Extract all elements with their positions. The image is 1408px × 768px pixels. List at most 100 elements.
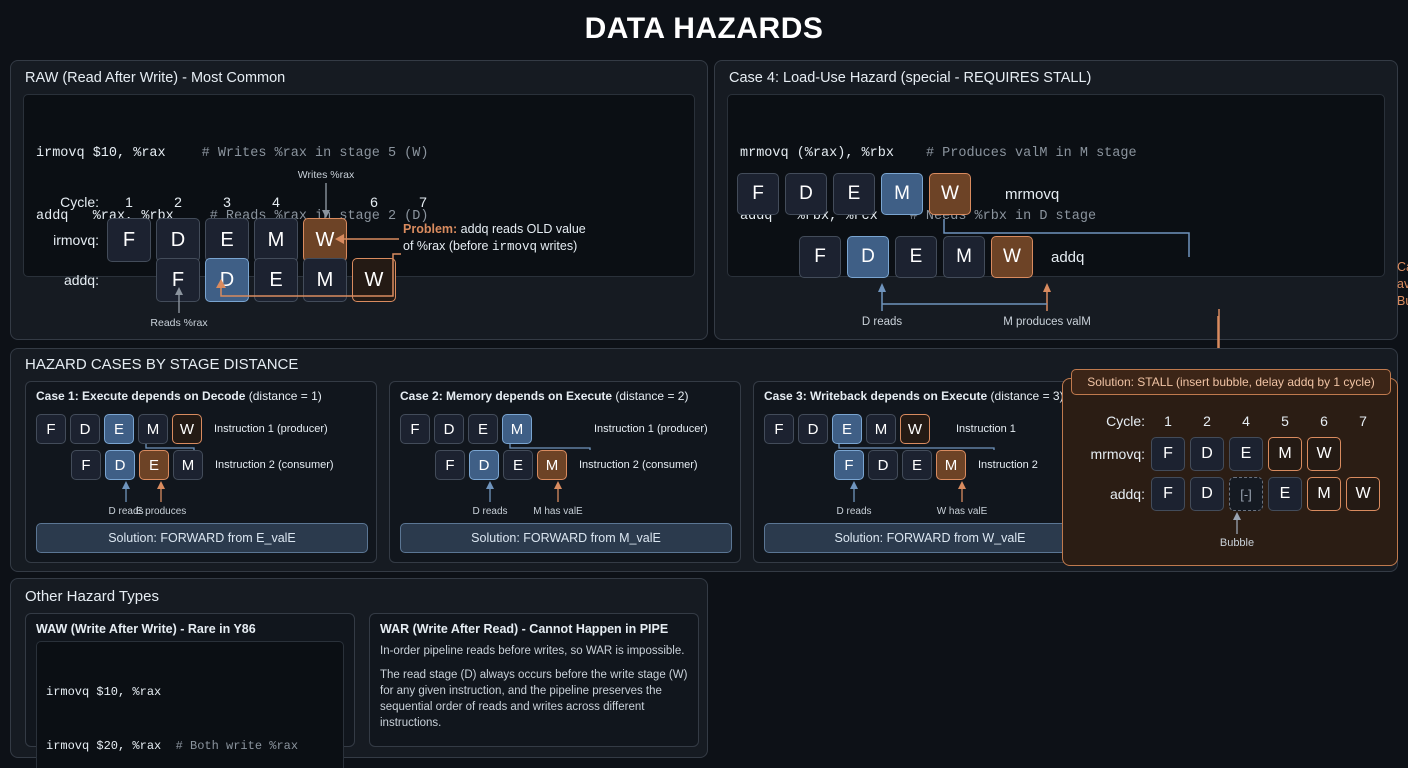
war-body2: The read stage (D) always occurs before … [380, 669, 688, 730]
writes-rax-annotation: Writes %rax [297, 169, 355, 181]
hazard-case-2-right-annotation: M has valE [533, 506, 583, 517]
hazard-case-1-left-annotation: D reads [108, 506, 144, 517]
hazard-case-title-bold-1: Case 1: Execute depends on Decode [36, 389, 246, 403]
war-body1: In-order pipeline reads before writes, s… [380, 645, 685, 657]
hazard-case-title-bold-2: Case 2: Memory depends on Execute [400, 389, 613, 403]
case4-panel: Case 4: Load-Use Hazard (special - REQUI… [714, 60, 1408, 379]
raw-cycle-number-2: 2 [174, 194, 182, 210]
stall-cycle-number-6: 7 [1359, 413, 1367, 429]
raw-panel-title: RAW (Read After Write) - Most Common [25, 70, 286, 86]
hazard-case-card-2: Case 2: Memory depends on Execute (dista… [389, 381, 741, 563]
hazard-case-2-left-annotation: D reads [472, 506, 508, 517]
case2-instr2-stage-D: D [469, 450, 499, 480]
stall-addq-stage-W: W [1346, 477, 1380, 511]
hazard-case-1-consumer-label: Instruction 2 (consumer) [215, 459, 334, 471]
bubble-annotation: Bubble [1219, 537, 1255, 549]
hazard-case-title-3: Case 3: Writeback depends on Execute (di… [754, 382, 1104, 408]
case2-instr2-stage-F: F [435, 450, 465, 480]
case3-instr1-stage-M: M [866, 414, 896, 444]
hazard-case-1-producer-label: Instruction 1 (producer) [214, 423, 328, 435]
stall-addq-stage-bubble: [-] [1229, 477, 1263, 511]
page-title: DATA HAZARDS [584, 12, 824, 45]
stall-addq-stage-M: M [1307, 477, 1341, 511]
case4-code-line1-comment: # Produces valM in M stage [925, 145, 1137, 161]
case1-instr1-stage-D: D [70, 414, 100, 444]
case4-addq-stage-D: D [847, 236, 889, 278]
hazard-case-title-2: Case 2: Memory depends on Execute (dista… [390, 382, 740, 408]
hazard-case-2-producer-label: Instruction 1 (producer) [594, 423, 708, 435]
stall-mrmovq-stage-W: W [1307, 437, 1341, 471]
case4-mrmovq-stage-D: D [785, 173, 827, 215]
raw-addq-stage-M: M [303, 258, 347, 302]
case3-instr2-stage-F: F [834, 450, 864, 480]
case4-m-produces-annotation: M produces valM [1003, 316, 1091, 328]
case4-note-line3: But D needs it at START of cycle [1397, 293, 1408, 308]
raw-irmovq-stage-M: M [254, 218, 298, 262]
raw-code-line1: irmovq $10, %rax [36, 145, 166, 161]
stall-mrmovq-stage-M: M [1268, 437, 1302, 471]
raw-irmovq-stage-E: E [205, 218, 249, 262]
hazard-case-title-distance-1: (distance = 1) [245, 389, 322, 403]
hazard-cases-section: HAZARD CASES BY STAGE DISTANCE Case 1: E… [10, 348, 1398, 572]
waw-card: WAW (Write After Write) - Rare in Y86 ir… [25, 613, 355, 768]
raw-cycle-number-7: 7 [419, 194, 427, 210]
raw-irmovq-stage-W: W [303, 218, 347, 262]
raw-addq-stage-F: F [156, 258, 200, 302]
case3-instr2-stage-M: M [936, 450, 966, 480]
war-card: WAR (Write After Read) - Cannot Happen i… [369, 613, 699, 747]
case3-instr2-stage-D: D [868, 450, 898, 480]
case4-mrmovq-stage-M: M [881, 173, 923, 215]
other-hazard-types-panel: Other Hazard Types WAW (Write After Writ… [10, 578, 708, 768]
raw-cycle-number-6: 6 [370, 194, 378, 210]
problem-line1: addq reads OLD value [457, 222, 586, 236]
hazard-case-3-consumer-label: Instruction 2 [978, 459, 1038, 471]
stall-cycle-number-1: 1 [1164, 413, 1172, 429]
case2-instr2-stage-M: M [537, 450, 567, 480]
case3-instr1-stage-W: W [900, 414, 930, 444]
raw-cycle-number-1: 1 [125, 194, 133, 210]
hazard-case-3-right-annotation: W has valE [936, 506, 988, 517]
waw-code-line1: irmovq $10, %rax [46, 685, 162, 699]
waw-code-line2-comment: # Both write %rax [161, 739, 299, 753]
stall-row1-label: mrmovq: [1090, 446, 1145, 462]
hazard-case-3-left-annotation: D reads [836, 506, 872, 517]
problem-annotation: Problem: addq reads OLD value of %rax (b… [403, 221, 698, 256]
stall-cycle-number-2: 2 [1203, 413, 1211, 429]
raw-row2-label: addq: [63, 272, 99, 288]
hazard-case-1-right-annotation: E produces [135, 506, 187, 517]
case1-instr1-stage-M: M [138, 414, 168, 444]
raw-addq-stage-W: W [352, 258, 396, 302]
case4-cannot-forward-note: Cannot forward: valM not available until… [1397, 259, 1408, 310]
case4-note-line2: available until END of M stage. [1397, 276, 1408, 291]
hazard-case-3-solution[interactable]: Solution: FORWARD from W_valE [764, 523, 1096, 553]
raw-irmovq-stage-D: D [156, 218, 200, 262]
other-panel-title: Other Hazard Types [25, 588, 159, 605]
case4-mrmovq-stage-E: E [833, 173, 875, 215]
case1-instr1-stage-W: W [172, 414, 202, 444]
hazard-case-1-solution[interactable]: Solution: FORWARD from E_valE [36, 523, 368, 553]
case4-addq-stage-E: E [895, 236, 937, 278]
case2-instr1-stage-F: F [400, 414, 430, 444]
hazard-case-card-3: Case 3: Writeback depends on Execute (di… [753, 381, 1105, 563]
hazard-case-title-distance-3: (distance = 3) [987, 389, 1064, 403]
case2-instr1-stage-M: M [502, 414, 532, 444]
stall-addq-stage-E: E [1268, 477, 1302, 511]
hazard-case-title-1: Case 1: Execute depends on Decode (dista… [26, 382, 376, 408]
raw-cycle-label: Cycle: [60, 194, 99, 210]
case4-mrmovq-stage-F: F [737, 173, 779, 215]
stall-addq-stage-D: D [1190, 477, 1224, 511]
case3-instr1-stage-F: F [764, 414, 794, 444]
case1-instr2-stage-D: D [105, 450, 135, 480]
case4-mrmovq-stage-W: W [929, 173, 971, 215]
hazard-case-2-solution[interactable]: Solution: FORWARD from M_valE [400, 523, 732, 553]
case4-row1-name: mrmovq [1005, 185, 1060, 203]
